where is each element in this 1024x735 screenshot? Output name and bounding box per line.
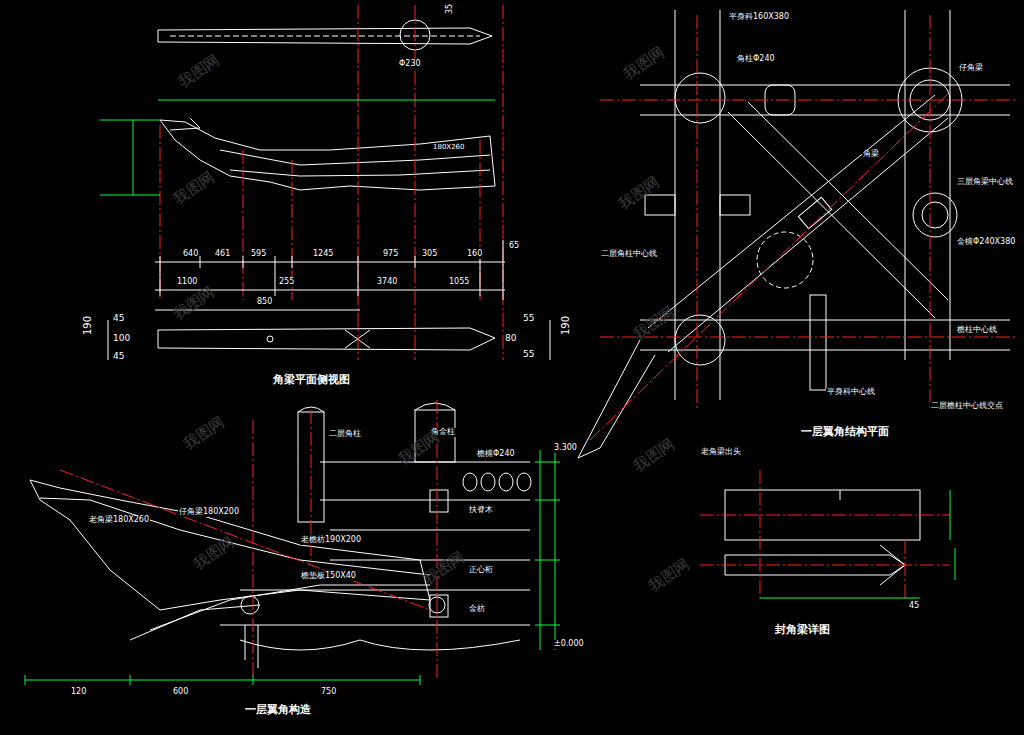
dimension-number: 55 <box>522 314 535 324</box>
view-title: 一层翼角结构平面 <box>800 426 890 438</box>
dimension-number: 45 <box>112 352 125 362</box>
dimension-number: 120 <box>70 688 87 697</box>
watermark: 我图网 <box>180 413 228 453</box>
part-label: 老角梁出头 <box>700 448 742 457</box>
part-label: 平身科160X380 <box>728 13 790 22</box>
part-label: 角梁 <box>862 150 880 159</box>
dimension-number: 190 <box>560 315 571 336</box>
dimension-number: 65 <box>508 242 520 251</box>
part-label: 180X260 <box>432 144 466 152</box>
watermark: 我图网 <box>630 435 678 475</box>
view-title: 角梁平面侧视图 <box>272 374 351 386</box>
dimension-number: 1100 <box>176 278 198 287</box>
part-label: 金檩Φ240X380 <box>956 238 1016 247</box>
part-label: 金枋 <box>468 605 486 614</box>
part-label: 扶脊木 <box>468 506 494 515</box>
dimension-number: 190 <box>82 315 93 336</box>
watermark: 我图网 <box>170 283 218 323</box>
watermark: 我图网 <box>420 548 468 588</box>
dimension-number: 45 <box>112 314 125 324</box>
part-label: 二层角柱中心线 <box>600 250 658 259</box>
part-label: 三层角梁中心线 <box>956 178 1014 187</box>
dimension-number: Φ230 <box>398 60 422 69</box>
dimension-number: 461 <box>214 250 231 259</box>
watermark: 我图网 <box>615 173 663 213</box>
part-label: 角柱Φ240 <box>736 55 776 64</box>
dimension-number: 35 <box>446 3 455 15</box>
view-title: 封角梁详图 <box>774 624 831 636</box>
dimension-number: 975 <box>382 250 399 259</box>
dimension-number: 595 <box>250 250 267 259</box>
dimension-number: 850 <box>256 298 273 307</box>
watermark: 我图网 <box>645 555 693 595</box>
part-label: 正心桁 <box>468 566 494 575</box>
part-label: 檐垫板150X40 <box>300 572 357 581</box>
part-label: 老角梁180X260 <box>88 516 150 525</box>
watermark: 我图网 <box>190 533 238 573</box>
watermark: 我图网 <box>175 51 223 91</box>
dimension-number: 640 <box>182 250 199 259</box>
dimension-number: 55 <box>522 350 535 360</box>
dimension-number: 600 <box>172 688 189 697</box>
dimension-number: 255 <box>278 278 295 287</box>
part-label: 仔角梁 <box>958 64 984 73</box>
dimension-number: 305 <box>421 250 438 259</box>
part-label: 二层檐柱中心线交点 <box>930 402 1004 411</box>
dimension-number: 80 <box>504 334 517 344</box>
view-title: 一层翼角构造 <box>244 704 312 716</box>
dimension-number: 3.300 <box>553 444 578 453</box>
part-label: 仔角梁180X200 <box>178 508 240 517</box>
dimension-number: 1245 <box>312 250 334 259</box>
dimension-number: 160 <box>466 250 483 259</box>
dimension-number: 100 <box>112 334 131 344</box>
part-label: 老檐枋190X200 <box>300 536 362 545</box>
part-label: 檐柱中心线 <box>956 326 998 335</box>
dimension-number: 3740 <box>376 278 398 287</box>
part-label: 檐檩Φ240 <box>476 450 516 459</box>
part-label: 平身科中心线 <box>826 388 876 397</box>
dimension-number: 45 <box>908 602 920 611</box>
dimension-number: 750 <box>320 688 337 697</box>
dimension-number: ±0.000 <box>553 640 585 649</box>
dimension-number: 1055 <box>448 278 470 287</box>
watermark: 我图网 <box>620 43 668 83</box>
watermark: 我图网 <box>170 168 218 208</box>
part-label: 二层角柱 <box>328 430 362 439</box>
